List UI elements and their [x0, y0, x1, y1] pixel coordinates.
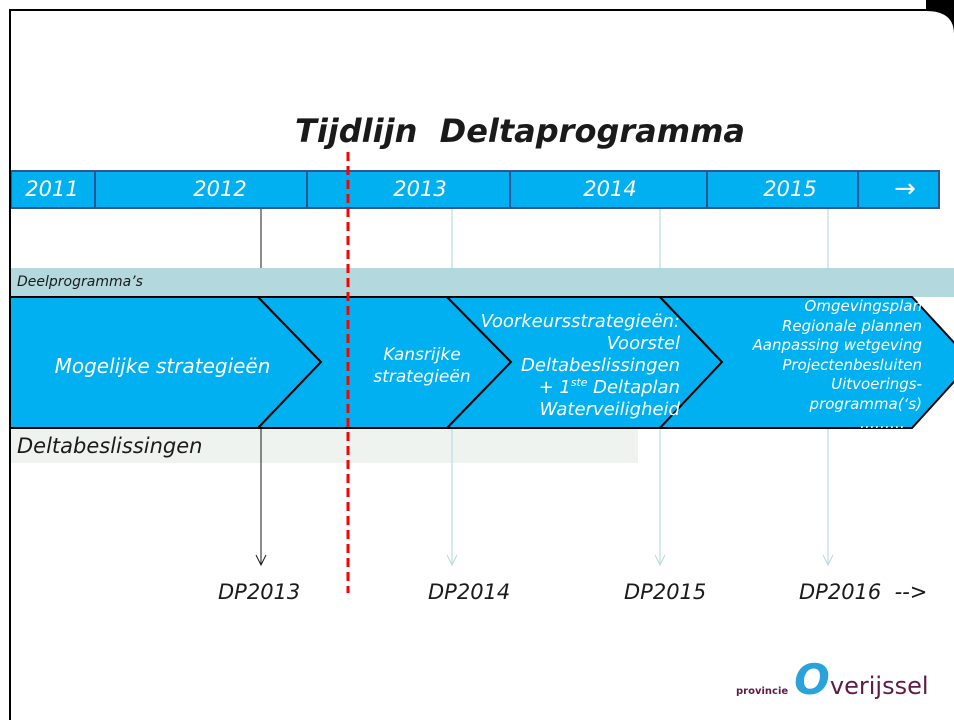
phase-3-line: Voorkeursstrategieën: — [480, 311, 680, 332]
milestone-label-dp2016: DP2016 --> — [799, 580, 928, 604]
milestone-arrowhead-dp2015-icon — [654, 554, 666, 567]
year-label-2015: 2015 — [763, 177, 817, 201]
phase-1-line: Mogelijke strategieën — [54, 353, 271, 378]
phase-4-line: Omgevingsplan — [804, 297, 922, 315]
phase-3-line: + 1ste Deltaplan — [430, 377, 680, 399]
deelprogrammas-band: Deelprogramma’s — [10, 268, 954, 297]
phase-3-line: Waterveiligheid — [539, 399, 680, 420]
deelprogrammas-label: Deelprogramma’s — [17, 274, 143, 290]
logo-wordmark: Overijssel — [794, 655, 929, 704]
slide-title: Tijdlijn Deltaprogramma — [295, 112, 745, 150]
timeline-divider — [306, 172, 308, 207]
timeline-divider — [509, 172, 511, 207]
milestone-label-dp2015: DP2015 — [624, 580, 707, 604]
timeline-divider — [857, 172, 859, 207]
phase-4-line: Regionale plannen — [781, 316, 922, 335]
milestone-label-dp2014: DP2014 — [428, 580, 511, 604]
year-timeline-bar: 2011 2012 2013 2014 2015 → — [10, 170, 940, 209]
slide-frame-corner — [926, 0, 954, 34]
year-label-2011: 2011 — [25, 177, 79, 201]
phase-1-text: Mogelijke strategieën — [10, 300, 315, 431]
phase-4-line-ellipsis: ……… — [860, 414, 905, 432]
provincie-overijssel-logo: provincie Overijssel — [736, 655, 929, 704]
year-label-2013: 2013 — [393, 177, 447, 201]
phase-3-line: Voorstel — [606, 333, 680, 354]
phase-3-line-tail: Deltaplan — [587, 377, 680, 398]
phase-4-line: Uitvoerings- — [831, 375, 922, 393]
deltabeslissingen-band: Deltabeslissingen — [10, 429, 638, 463]
phase-3-line-superscript: ste — [570, 376, 588, 389]
deltabeslissingen-label: Deltabeslissingen — [17, 434, 203, 458]
milestone-arrowhead-dp2016-icon — [822, 554, 834, 567]
year-label-2012: 2012 — [193, 177, 247, 201]
timeline-divider — [706, 172, 708, 207]
phase-4-line: Aanpassing wetgeving — [752, 336, 922, 354]
phase-3-line-text: + 1 — [538, 377, 571, 398]
timeline-divider — [94, 172, 96, 207]
milestone-label-dp2013: DP2013 — [218, 580, 301, 604]
phase-4-line: programma(‘s) — [809, 394, 922, 413]
phase-3-line: Deltabeslissingen — [521, 355, 680, 376]
phase-4-line: Projectenbesluiten — [782, 355, 922, 374]
phase-4-text: Omgevingsplan Regionale plannen Aanpassi… — [700, 297, 922, 434]
year-label-2014: 2014 — [583, 177, 637, 201]
milestone-arrowhead-dp2013-icon — [255, 554, 267, 567]
logo-prefix: provincie — [736, 686, 789, 697]
milestone-arrowhead-dp2014-icon — [446, 554, 458, 567]
phase-3-text: Voorkeursstrategieën: Voorstel Deltabesl… — [430, 311, 680, 421]
arrow-right-icon: → — [894, 174, 916, 204]
